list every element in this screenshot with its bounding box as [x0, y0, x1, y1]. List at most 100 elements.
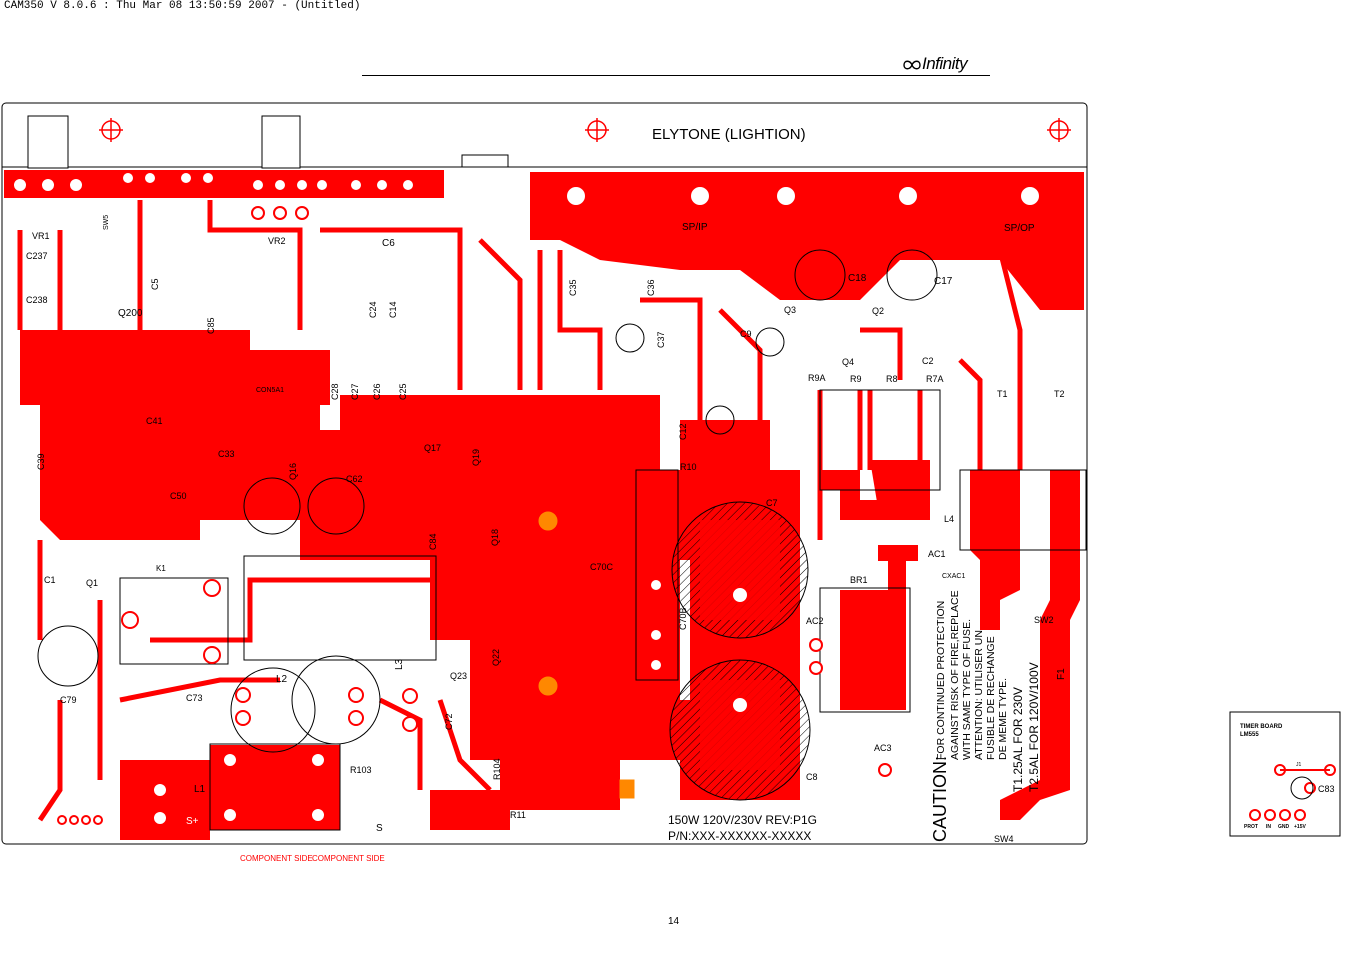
- label-q17: Q17: [424, 443, 441, 453]
- timer-board: TIMER BOARD LM555 J1 C83 PROT IN GND +15…: [1240, 724, 1335, 830]
- label-ac3: AC3: [874, 743, 892, 753]
- label-c17: C17: [934, 276, 953, 287]
- label-vr2: VR2: [268, 236, 286, 246]
- label-c50: C50: [170, 491, 187, 501]
- component-outlines: [37, 249, 1341, 837]
- pin-label-prot: PROT: [98, 831, 112, 837]
- label-c27: C27: [350, 383, 360, 400]
- label-sw5: SW5: [103, 215, 110, 230]
- infinity-logo-icon: [903, 60, 921, 70]
- timer-pin-15v: +15V: [1294, 824, 1306, 830]
- label-q2: Q2: [872, 306, 884, 316]
- mounting-holes: [99, 118, 1071, 142]
- caution-block: CAUTION: FOR CONTINUED PROTECTION AGAINS…: [930, 590, 1041, 842]
- label-c237: C237: [26, 251, 48, 261]
- timer-board-subtitle: LM555: [1240, 732, 1259, 738]
- caution-line-4: ATTENTION: UTILISER UN: [973, 630, 985, 760]
- label-l1: L1: [194, 784, 206, 795]
- timer-pin-gnd: GND: [1278, 824, 1290, 830]
- window-title: CAM350 V 8.0.6 : Thu Mar 08 13:50:59 200…: [4, 0, 361, 12]
- label-c14: C14: [388, 301, 398, 318]
- label-br1: BR1: [850, 575, 868, 585]
- label-q3: Q3: [784, 305, 796, 315]
- label-r11: R11: [510, 810, 526, 820]
- label-c25: C25: [398, 383, 408, 400]
- part-number: P/N:XXX-XXXXXX-XXXXX: [668, 829, 811, 843]
- label-q1: Q1: [86, 578, 98, 588]
- label-l4: L4: [944, 514, 954, 524]
- label-f1: F1: [1056, 668, 1067, 680]
- label-sp-op: SP/OP: [1004, 223, 1035, 234]
- timer-label-j1: J1: [1296, 762, 1302, 768]
- label-c79b: C70B: [678, 607, 688, 630]
- label-q16: Q16: [288, 463, 298, 480]
- board-title: ELYTONE (LIGHTION): [652, 126, 806, 143]
- pin-label-15v: +15V: [50, 831, 62, 837]
- caution-line-6: DE MEME TYPE.: [997, 678, 1009, 760]
- label-s: S: [376, 823, 383, 834]
- label-ac1: AC1: [928, 549, 946, 559]
- label-c238: C238: [26, 295, 48, 305]
- label-c85: C85: [206, 317, 216, 334]
- label-r9a: R9A: [808, 373, 826, 383]
- label-c35: C35: [568, 279, 578, 296]
- label-q22: Q22: [491, 649, 501, 666]
- label-r104: R104: [492, 758, 502, 780]
- timer-pin-prot: PROT: [1244, 824, 1258, 830]
- caution-line-2: AGAINST RISK OF FIRE,REPLACE: [949, 590, 961, 760]
- label-c37: C37: [656, 331, 666, 348]
- label-c70c: C70C: [590, 562, 614, 572]
- label-c41: C41: [146, 416, 163, 426]
- label-cxac1: CXAC1: [942, 573, 965, 580]
- copper-traces: [17, 200, 1023, 822]
- label-sw4: SW4: [994, 834, 1014, 844]
- label-r10: R10: [680, 462, 697, 472]
- label-c7: C7: [766, 498, 778, 508]
- label-c73: C73: [186, 693, 203, 703]
- label-l2: L2: [276, 674, 288, 685]
- caution-heading: CAUTION:: [930, 756, 950, 842]
- label-t2: T2: [1054, 389, 1065, 399]
- label-l3: L3: [394, 658, 405, 670]
- label-c9: C9: [740, 329, 752, 339]
- label-c39: C39: [36, 453, 46, 470]
- brand-logo: Infinity: [922, 54, 968, 73]
- label-s-plus: S+: [186, 816, 199, 827]
- board-labels: ELYTONE (LIGHTION) VR1 VR2 C237 C238 Q20…: [26, 126, 1067, 863]
- label-r8: R8: [886, 374, 898, 384]
- label-c79: C79: [60, 695, 77, 705]
- label-k1: K1: [156, 564, 166, 573]
- header-rule: [362, 75, 990, 76]
- label-c33: C33: [218, 449, 235, 459]
- timer-pin-in: IN: [1266, 824, 1271, 830]
- caution-line-5: FUSIBLE DE RECHANGE: [985, 636, 997, 760]
- timer-label-c83: C83: [1318, 784, 1335, 794]
- label-c5: C5: [150, 278, 160, 290]
- label-r103: R103: [350, 765, 372, 775]
- test-pads: [538, 511, 635, 799]
- caution-line-7: T1.25AL FOR 230V: [1011, 687, 1025, 792]
- caution-line-3: WITH SAME TYPE OF FUSE.: [961, 619, 973, 760]
- label-vr1: VR1: [32, 231, 50, 241]
- component-side-label-2: COMPONENT SIDE: [312, 854, 385, 863]
- label-c36: C36: [646, 279, 656, 296]
- label-c72: C72: [444, 713, 454, 730]
- caution-line-1: FOR CONTINUED PROTECTION: [935, 601, 947, 760]
- label-c1: C1: [44, 575, 56, 585]
- label-q200: Q200: [118, 308, 143, 319]
- label-c62: C62: [346, 474, 363, 484]
- label-q23: Q23: [450, 671, 467, 681]
- label-c8: C8: [806, 772, 818, 782]
- capacitor-hatch: [669, 501, 811, 801]
- label-sw2: SW2: [1034, 615, 1054, 625]
- label-q18: Q18: [490, 529, 500, 546]
- label-c2: C2: [922, 356, 934, 366]
- caution-line-8: T2.5AL FOR 120V/100V: [1027, 662, 1041, 792]
- label-c84: C84: [428, 533, 438, 550]
- label-sp-ip: SP/IP: [682, 222, 708, 233]
- label-q4: Q4: [842, 357, 854, 367]
- component-side-label: COMPONENT SIDE: [240, 854, 313, 863]
- label-t1: T1: [997, 389, 1008, 399]
- label-r7a: R7A: [926, 374, 944, 384]
- label-c6: C6: [382, 238, 395, 249]
